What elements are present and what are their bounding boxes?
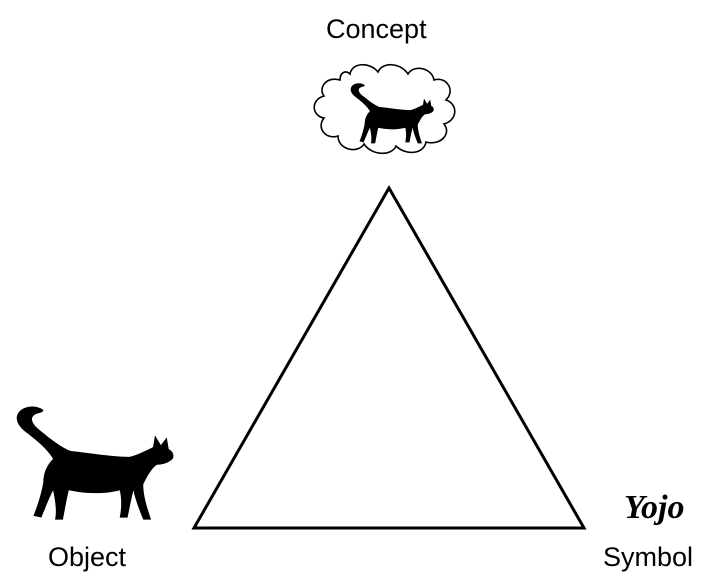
cat-silhouette-icon (16, 406, 174, 520)
object-label: Object (48, 542, 127, 572)
triangle-outline (191, 184, 587, 530)
symbol-label: Symbol (603, 542, 694, 572)
symbol-word: Yojo (624, 489, 685, 526)
concept-label: Concept (326, 14, 427, 44)
